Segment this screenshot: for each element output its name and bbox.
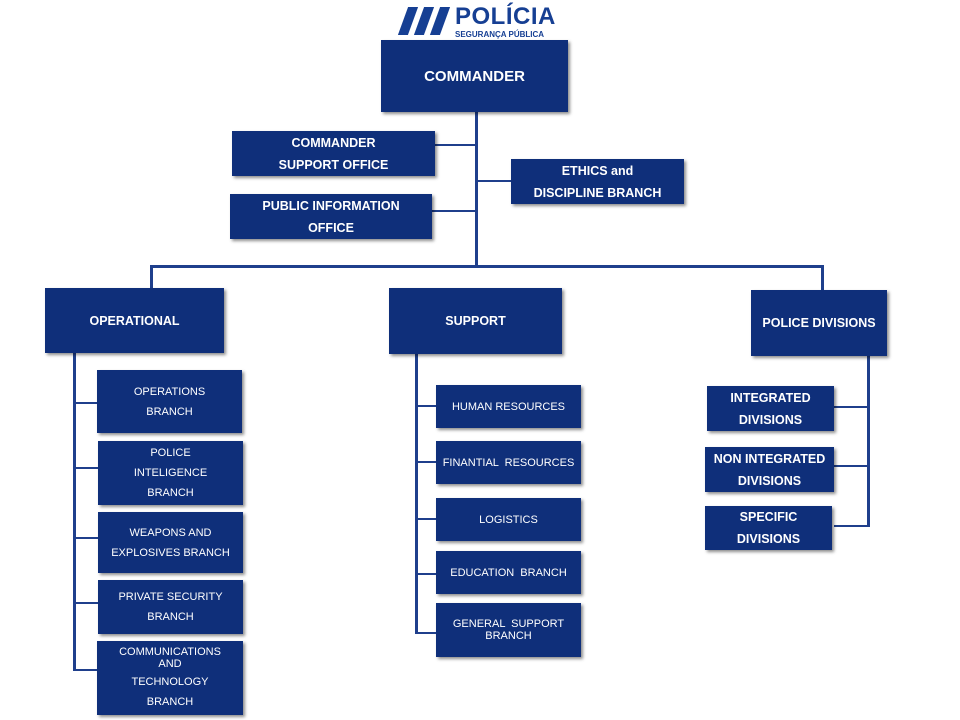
box-label-line: OFFICE	[308, 220, 354, 235]
connector-line	[435, 144, 476, 146]
connector-line	[74, 669, 98, 671]
box-label-line: SPECIFIC	[739, 510, 798, 524]
connector-line	[475, 112, 478, 268]
connector-line	[150, 265, 153, 289]
connector-line	[74, 402, 98, 404]
box-label-line: WEAPONS AND	[129, 526, 212, 539]
communications-technology-branch-box: COMMUNICATIONS AND TECHNOLOGY BRANCH	[97, 641, 243, 715]
integrated-divisions-box: INTEGRATED DIVISIONS	[707, 386, 834, 431]
connector-line	[416, 518, 437, 520]
financial-resources-box: FINANTIAL RESOURCES	[436, 441, 581, 484]
box-label-line: OPERATIONS	[133, 385, 206, 398]
box-label-line: NON INTEGRATED	[713, 451, 826, 466]
connector-line	[834, 525, 868, 527]
box-label-line: BRANCH	[147, 487, 194, 499]
box-label-line: DIVISIONS	[738, 412, 803, 427]
general-support-branch-box: GENERAL SUPPORT BRANCH	[436, 603, 581, 657]
box-label-line: LOGISTICS	[479, 513, 538, 526]
connector-line	[867, 355, 870, 527]
box-label-line: COMMANDER	[291, 135, 376, 150]
box-label-line: BRANCH	[485, 630, 532, 642]
private-security-branch-box: PRIVATE SECURITY BRANCH	[98, 580, 243, 634]
box-label-line: AND	[158, 657, 182, 670]
logo-title: POLÍCIA	[455, 3, 556, 30]
box-label-line: COMMUNICATIONS	[119, 645, 221, 658]
police-divisions-label: POLICE DIVISIONS	[762, 316, 876, 330]
connector-line	[74, 602, 98, 604]
commander-label: COMMANDER	[424, 67, 525, 85]
box-label-line: FINANTIAL RESOURCES	[442, 456, 575, 469]
operations-branch-box: OPERATIONS BRANCH	[97, 370, 242, 433]
commander-box: COMMANDER	[381, 40, 568, 112]
box-label-line: TECHNOLOGY	[131, 675, 209, 688]
box-label-line: PRIVATE SECURITY	[118, 591, 223, 603]
connector-line	[416, 632, 437, 634]
operational-box: OPERATIONAL	[45, 288, 224, 353]
specific-divisions-box: SPECIFIC DIVISIONS	[705, 506, 832, 550]
police-intelligence-branch-box: POLICE INTELIGENCE BRANCH	[98, 441, 243, 505]
box-label-line: ETHICS and	[561, 163, 634, 178]
box-label-line: DIVISIONS	[736, 532, 801, 546]
box-label-line: DISCIPLINE BRANCH	[533, 185, 662, 200]
connector-line	[74, 537, 98, 539]
connector-line	[151, 265, 824, 268]
logistics-box: LOGISTICS	[436, 498, 581, 541]
box-label-line: INTELIGENCE	[133, 467, 208, 479]
box-label-line: SUPPORT OFFICE	[278, 157, 389, 172]
logo-stripe-icon	[429, 7, 451, 35]
support-box: SUPPORT	[389, 288, 562, 354]
box-label-line: BRANCH	[147, 611, 194, 623]
human-resources-box: HUMAN RESOURCES	[436, 385, 581, 428]
box-label-line: BRANCH	[146, 405, 193, 418]
box-label-line: BRANCH	[146, 695, 194, 708]
support-label: SUPPORT	[445, 314, 506, 328]
box-label-line: POLICE	[150, 447, 191, 459]
education-branch-box: EDUCATION BRANCH	[436, 551, 581, 594]
connector-line	[834, 465, 868, 467]
commander-support-office-box: COMMANDER SUPPORT OFFICE	[232, 131, 435, 176]
public-information-office-box: PUBLIC INFORMATION OFFICE	[230, 194, 432, 239]
connector-line	[834, 406, 868, 408]
connector-line	[415, 354, 418, 634]
connector-line	[477, 180, 512, 182]
connector-line	[74, 467, 98, 469]
connector-line	[821, 265, 824, 292]
box-label-line: EDUCATION BRANCH	[450, 566, 567, 579]
box-label-line: GENERAL SUPPORT	[452, 618, 565, 630]
connector-line	[73, 353, 76, 671]
box-label-line: EXPLOSIVES BRANCH	[111, 546, 230, 559]
operational-label: OPERATIONAL	[89, 313, 180, 328]
logo-subtitle: SEGURANÇA PÚBLICA	[455, 30, 545, 39]
weapons-explosives-branch-box: WEAPONS AND EXPLOSIVES BRANCH	[98, 512, 243, 573]
ethics-discipline-branch-box: ETHICS and DISCIPLINE BRANCH	[511, 159, 684, 204]
box-label-line: PUBLIC INFORMATION	[262, 198, 400, 213]
box-label-line: INTEGRATED	[730, 390, 811, 405]
connector-line	[416, 461, 437, 463]
police-divisions-box: POLICE DIVISIONS	[751, 290, 887, 356]
connector-line	[416, 573, 437, 575]
box-label-line: DIVISIONS	[737, 473, 802, 488]
connector-line	[416, 405, 437, 407]
box-label-line: HUMAN RESOURCES	[451, 400, 566, 413]
non-integrated-divisions-box: NON INTEGRATED DIVISIONS	[705, 447, 834, 492]
connector-line	[432, 210, 476, 212]
